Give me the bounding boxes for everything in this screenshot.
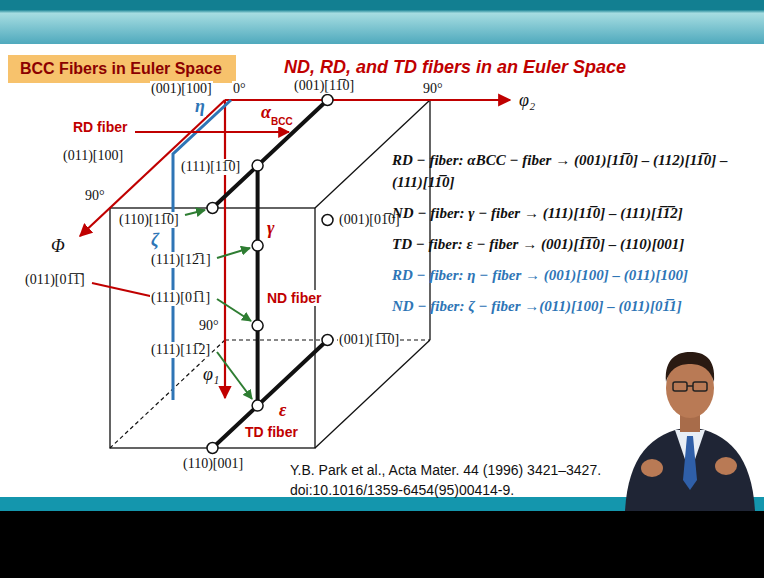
orientation-label: (001)[100]: [150, 81, 213, 97]
orientation-label: (110)[001]: [182, 456, 244, 472]
orientation-label: (011)[01̅1̅]: [24, 272, 86, 288]
angle-label: 90°: [422, 81, 444, 97]
slide-heading: ND, RD, and TD fibers in an Euler Space: [284, 57, 626, 78]
fiber-label: RD fiber: [72, 119, 128, 135]
fiber-definition: ND − fiber: γ − fiber → (111)[11̅0] – (1…: [392, 203, 750, 225]
fiber-symbol: η: [194, 96, 206, 117]
orientation-label: (011)[100]: [62, 148, 124, 164]
citation: doi:10.1016/1359-6454(95)00414-9.: [290, 482, 514, 498]
fiber-label: TD fiber: [244, 424, 299, 440]
axis-label: Φ: [50, 236, 66, 257]
fiber-symbol: ε: [278, 400, 287, 421]
orientation-label: (111)[12̅1]: [150, 252, 212, 268]
orientation-label: (001)[11̅0]: [293, 78, 355, 94]
fiber-symbol: ζ: [150, 230, 160, 251]
citation: Y.B. Park et al., Acta Mater. 44 (1996) …: [290, 462, 601, 478]
fiber-definition: TD − fiber: ε − fiber → (001)[1̅1̅0] – (…: [392, 234, 750, 256]
orientation-label: (110)[11̅0]: [118, 212, 180, 228]
angle-label: 0°: [232, 81, 247, 97]
fiber-definition: RD − fiber: η − fiber → (001)[100] – (01…: [392, 265, 750, 287]
orientation-label: (111)[11̅0]: [180, 159, 241, 175]
node-text: BCC Fibers in Euler Space: [20, 59, 224, 78]
orientation-label: (111)[01̅1]: [150, 290, 211, 306]
fiber-definition: RD − fiber: αBCC − fiber → (001)[11̅0] –…: [392, 150, 750, 194]
fiber-label: ND fiber: [266, 290, 322, 306]
fiber-definition: ND − fiber: ζ − fiber →(011)[100] – (011…: [392, 296, 750, 318]
title-box: BCC Fibers in Euler Space: [8, 55, 236, 83]
fiber-symbol: γ: [266, 218, 276, 239]
angle-label: 90°: [198, 318, 220, 334]
axis-label: φ₁: [202, 364, 220, 385]
orientation-label: (001)[01̅0]: [338, 212, 401, 228]
orientation-label: (001)[1̅1̅0]: [338, 332, 400, 348]
angle-label: 90°: [84, 188, 106, 204]
axis-label: φ₂: [518, 90, 536, 111]
orientation-label: (111)[11̅2]: [150, 342, 211, 358]
fiber-subscript: BCC: [271, 116, 293, 127]
